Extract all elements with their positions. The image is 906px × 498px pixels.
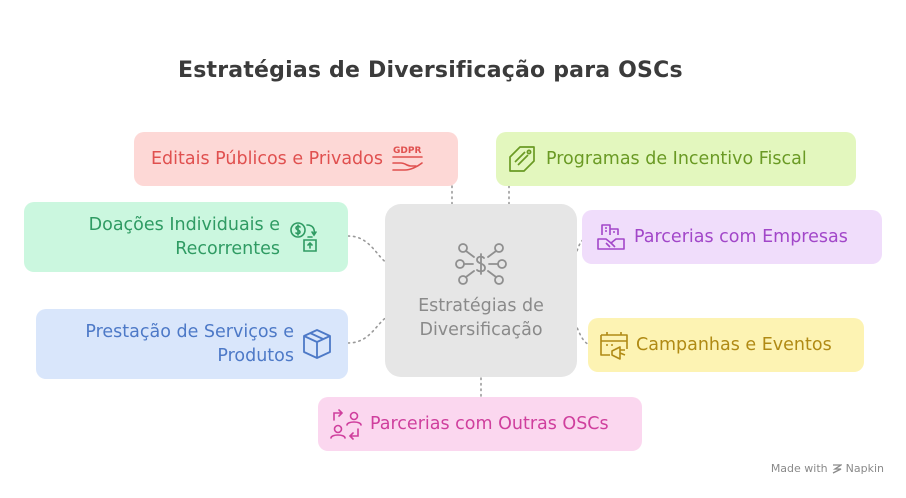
- watermark-brand: Napkin: [845, 462, 884, 475]
- node-parcerias-oscs-label: Parcerias com Outras OSCs: [370, 414, 609, 434]
- connector-doacoes: [347, 235, 397, 267]
- node-doacoes: Doações Individuais e Recorrentes: [24, 202, 348, 272]
- network-dollar-icon: [455, 242, 507, 285]
- people-exchange-icon: [330, 409, 362, 440]
- watermark-text: Made with: [770, 462, 828, 475]
- node-prestacao-label-line1: Prestação de Serviços e: [85, 322, 294, 342]
- gdpr-hand-icon: GDPR: [392, 146, 423, 171]
- box-icon: [303, 329, 331, 359]
- page-title: Estratégias de Diversificação para OSCs: [178, 58, 683, 83]
- node-prestacao: Prestação de Serviços e Produtos: [36, 309, 348, 379]
- napkin-logo-icon: [832, 463, 842, 474]
- node-editais: Editais Públicos e Privados GDPR: [134, 132, 458, 186]
- node-parcerias-oscs: Parcerias com Outras OSCs: [318, 397, 642, 451]
- node-doacoes-label-line1: Doações Individuais e: [88, 215, 280, 235]
- money-exchange-icon: [290, 222, 317, 252]
- calendar-megaphone-icon: [600, 332, 628, 360]
- node-editais-label: Editais Públicos e Privados: [151, 149, 383, 169]
- business-handshake-icon: [597, 224, 625, 250]
- node-programas: Programas de Incentivo Fiscal: [496, 132, 856, 186]
- node-prestacao-label-line2: Produtos: [217, 346, 294, 366]
- center-node: Estratégias de Diversificação: [385, 204, 577, 377]
- node-doacoes-label-line2: Recorrentes: [175, 239, 280, 259]
- tag-document-icon: [509, 146, 535, 172]
- node-parcerias-empresas: Parcerias com Empresas: [582, 210, 882, 264]
- center-label: Estratégias de Diversificação: [418, 295, 544, 340]
- node-parcerias-empresas-label: Parcerias com Empresas: [634, 227, 848, 247]
- svg-text:GDPR: GDPR: [393, 146, 421, 156]
- connector-prestacao: [347, 313, 397, 344]
- node-campanhas-label: Campanhas e Eventos: [636, 335, 832, 355]
- node-programas-label: Programas de Incentivo Fiscal: [546, 149, 807, 169]
- node-campanhas: Campanhas e Eventos: [588, 318, 864, 372]
- watermark: Made with Napkin: [771, 462, 884, 475]
